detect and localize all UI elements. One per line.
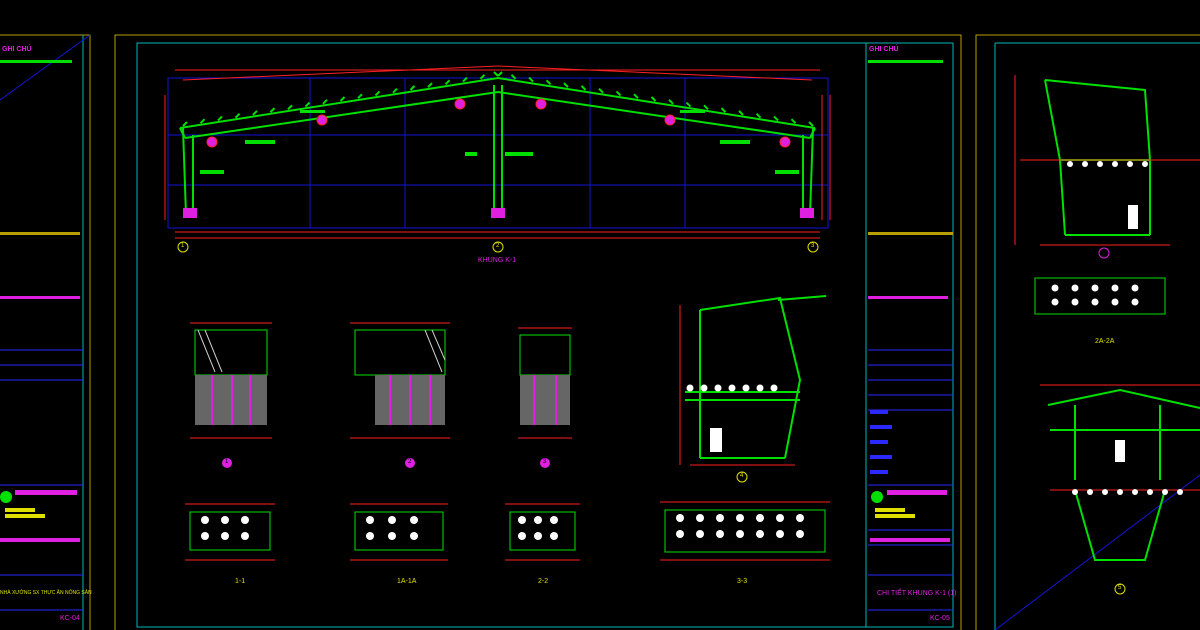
section-label-1a-1a: 1A-1A: [397, 578, 417, 585]
right-sheet-content: [1014, 75, 1200, 595]
detail-ref-2: 2: [408, 459, 412, 465]
left-sheet-footer-text: NHÀ XƯỞNG SX THỰC ĂN NÔNG SẢN: [0, 590, 92, 596]
section-label-1-1: 1-1: [235, 578, 246, 585]
drawing-name: CHI TIẾT KHUNG K-1 (1): [877, 590, 957, 597]
grid-axis-markers: [177, 241, 819, 253]
grid-axis-label-left: 1: [181, 243, 185, 249]
left-sheet-header: GHI CHÚ: [2, 46, 32, 53]
section-label-3-3: 3-3: [737, 578, 748, 585]
left-sheet-number: KC-04: [60, 615, 80, 622]
haunch-detail: [679, 295, 827, 483]
main-sheet-border: [114, 34, 962, 630]
left-sheet-content: [0, 60, 83, 611]
detail-ref-1: 1: [225, 459, 229, 465]
frame-borders: [82, 35, 1200, 630]
bolt-plan-sections: [185, 501, 830, 561]
frame-title: KHUNG K-1: [478, 257, 517, 264]
sheet-borders: [0, 34, 1200, 630]
left-sheet-border: [0, 34, 91, 630]
base-details: [190, 322, 572, 468]
right-detail-ref: 5: [1118, 585, 1122, 591]
sheet-number: KC-05: [930, 615, 950, 622]
title-block-header: GHI CHÚ: [869, 46, 899, 53]
title-block: [868, 60, 953, 611]
detail-ref-4: 4: [740, 473, 744, 479]
detail-ref-3: 3: [543, 459, 547, 465]
grid-axis-label-center: 2: [496, 243, 500, 249]
frame-elevation: [164, 65, 831, 253]
right-section-label: 2A-2A: [1095, 338, 1115, 345]
grid-axis-label-right: 3: [811, 243, 815, 249]
diagonal-lines: [0, 34, 1200, 630]
main-drawing-frame: [136, 42, 954, 628]
section-label-2-2: 2-2: [538, 578, 549, 585]
right-sheet-border: [975, 34, 1200, 630]
